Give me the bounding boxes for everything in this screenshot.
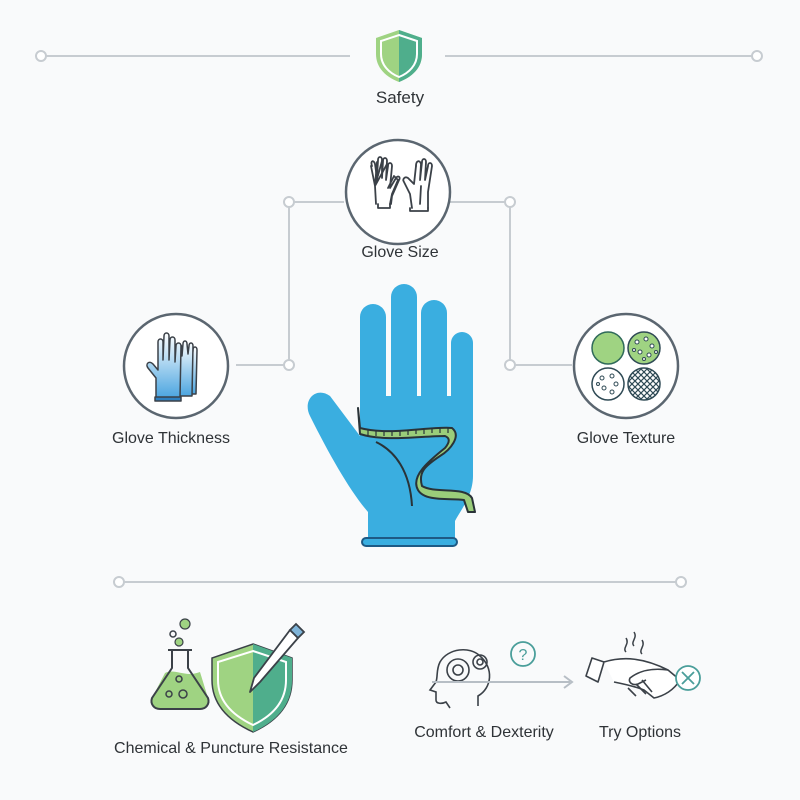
close-circle-icon (675, 665, 701, 691)
safety-title: Safety (375, 88, 425, 107)
measured-glove-icon (300, 276, 500, 560)
chemical-puncture-icons (150, 616, 310, 736)
glove-thickness-node[interactable] (116, 312, 236, 420)
connector-node (675, 576, 687, 588)
connector-node (113, 576, 125, 588)
connector-node (504, 196, 516, 208)
connector-node (751, 50, 763, 62)
shield-icon (372, 28, 426, 84)
measuring-tape (357, 407, 476, 513)
flask-icon (150, 618, 210, 710)
comfort-dexterity-icons: ? (428, 636, 588, 726)
glove-size-label: Glove Size (361, 244, 439, 261)
head-gears-icon (428, 649, 491, 709)
connector-node (35, 50, 47, 62)
two-gloves-icon (344, 138, 452, 246)
pen-needle-icon (249, 622, 306, 693)
try-options-label: Try Options (598, 724, 682, 741)
glove-texture-node[interactable] (572, 312, 680, 420)
try-options-icons (584, 630, 704, 720)
glove-size-node[interactable] (344, 138, 452, 246)
chemical-puncture-label: Chemical & Puncture Resistance (114, 740, 348, 757)
handshake-icon (585, 657, 681, 699)
connector-node (504, 359, 516, 371)
glove-texture-label: Glove Texture (576, 430, 676, 447)
connector-node (283, 359, 295, 371)
glove-thickness-label: Glove Thickness (112, 430, 230, 447)
layered-gloves-icon (122, 312, 230, 420)
svg-text:?: ? (519, 647, 528, 664)
comfort-dexterity-label: Comfort & Dexterity (414, 724, 554, 741)
connector-node (283, 196, 295, 208)
texture-swatches-icon (572, 312, 680, 420)
steam-icon (624, 631, 644, 655)
question-icon: ? (510, 641, 536, 667)
